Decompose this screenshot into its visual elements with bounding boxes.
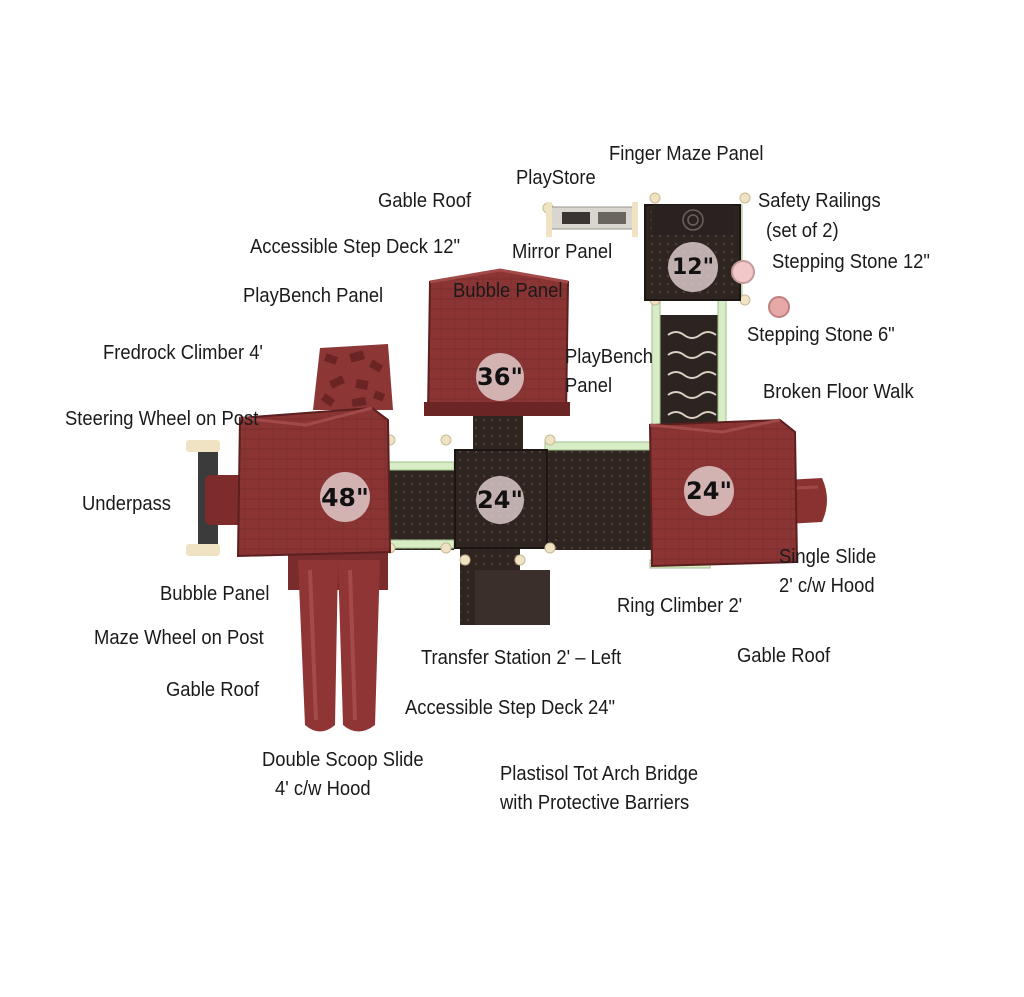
label-safety-railings: Safety Railings <box>758 190 881 212</box>
label-broken-floor-walk: Broken Floor Walk <box>763 381 914 403</box>
label-bubble-panel-bottom: Bubble Panel <box>160 583 270 605</box>
rail-bridge-top <box>387 461 455 471</box>
label-single-slide-2: 2' c/w Hood <box>779 575 875 597</box>
label-accessible-step-deck-12: Accessible Step Deck 12" <box>250 236 461 258</box>
deck-36-connector <box>473 415 523 455</box>
label-accessible-step-deck-24: Accessible Step Deck 24" <box>405 697 616 719</box>
label-transfer-station: Transfer Station 2' – Left <box>421 647 622 669</box>
label-gable-roof-top: Gable Roof <box>378 190 472 212</box>
walkways <box>388 315 720 625</box>
stepping-stone-12 <box>731 260 755 284</box>
label-stepping-stone-6: Stepping Stone 6" <box>747 324 895 346</box>
rail-broken-floor-left <box>651 299 661 426</box>
height-badge-deck-12: 12" <box>668 242 718 292</box>
label-mirror-panel: Mirror Panel <box>512 241 613 263</box>
underpass <box>186 440 250 556</box>
label-underpass: Underpass <box>82 493 171 515</box>
broken-floor-slats <box>667 331 717 419</box>
label-tot-arch-bridge-1: Plastisol Tot Arch Bridge <box>500 763 699 785</box>
double-scoop-slide <box>288 550 388 732</box>
height-badge-deck-36: 36" <box>476 353 524 401</box>
stepping-stone-6 <box>768 296 790 318</box>
height-badge-deck-24-right: 24" <box>684 466 734 516</box>
label-safety-railings-set: (set of 2) <box>766 220 839 242</box>
label-playbench-panel-right-2: Panel <box>565 375 613 397</box>
accessible-step-deck-24 <box>475 570 550 625</box>
walk-center-to-right <box>545 450 655 550</box>
label-playbench-panel-right-1: PlayBench <box>565 346 653 368</box>
label-finger-maze-panel: Finger Maze Panel <box>609 143 764 165</box>
label-stepping-stone-12: Stepping Stone 12" <box>772 251 930 273</box>
label-maze-wheel: Maze Wheel on Post <box>94 627 264 649</box>
label-single-slide-1: Single Slide <box>779 546 877 568</box>
label-gable-roof-left: Gable Roof <box>166 679 260 701</box>
label-steering-wheel: Steering Wheel on Post <box>65 408 259 430</box>
playstore-panel <box>546 202 638 237</box>
label-tot-arch-bridge-2: with Protective Barriers <box>500 792 690 814</box>
label-playbench-panel-left: PlayBench Panel <box>243 285 384 307</box>
fredrock-climber <box>313 344 393 410</box>
rail-broken-floor-right <box>717 299 727 426</box>
height-badge-deck-48: 48" <box>320 472 370 522</box>
label-gable-roof-right: Gable Roof <box>737 645 831 667</box>
label-bubble-panel-top: Bubble Panel <box>453 280 563 302</box>
tot-arch-bridge <box>388 470 454 550</box>
label-double-scoop-slide-1: Double Scoop Slide <box>262 749 424 771</box>
gable-roof-36 <box>424 268 570 416</box>
height-badge-deck-24-center: 24" <box>476 476 524 524</box>
label-playstore: PlayStore <box>516 167 596 189</box>
rail-walk-top <box>544 441 656 451</box>
steering-wheel-post <box>186 440 220 452</box>
label-double-scoop-slide-2: 4' c/w Hood <box>275 778 371 800</box>
maze-wheel-post <box>186 544 220 556</box>
label-ring-climber: Ring Climber 2' <box>617 595 743 617</box>
label-fredrock-climber: Fredrock Climber 4' <box>103 342 263 364</box>
